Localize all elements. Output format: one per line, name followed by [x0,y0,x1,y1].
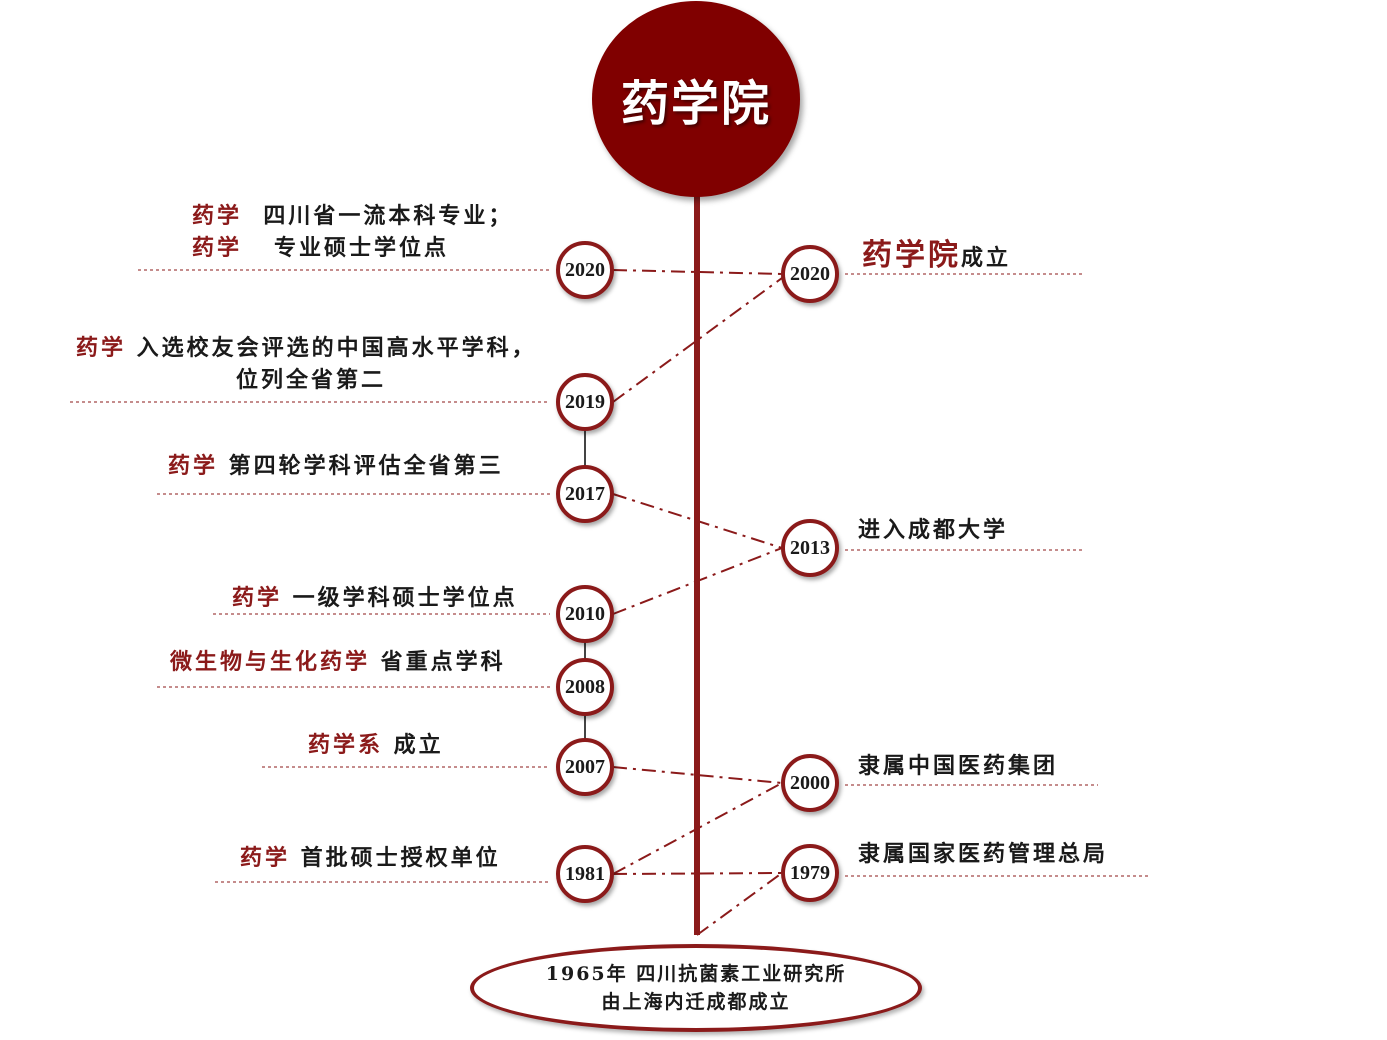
diagram-title: 药学院 [620,76,771,132]
cross-link [612,277,783,403]
event-subject: 微生物与生化药学 [170,649,371,675]
year-circle: 1981 [556,845,614,903]
year-label: 2020 [565,258,605,281]
origin-line-2: 由上海内迁成都成立 [601,991,791,1013]
event-text-line: 药学 专业硕士学位点 [192,230,449,262]
origin-ellipse: 1965年 四川抗菌素工业研究所 由上海内迁成都成立 [470,944,922,1032]
event-text-line: 药学系 成立 [308,727,444,759]
cross-link [612,493,783,549]
event-description: 隶属中国医药集团 [858,753,1059,779]
event-description: 一级学科硕士学位点 [282,585,518,611]
event-subject: 药学 [76,335,127,361]
event-text-line: 进入成都大学 [858,512,1008,544]
year-label: 2000 [790,771,830,794]
event-text-line: 药学 一级学科硕士学位点 [232,580,518,612]
event-description: 第四轮学科评估全省第三 [218,453,504,479]
year-label: 2010 [565,602,605,625]
year-circle: 2000 [781,754,839,812]
year-label: 2020 [790,262,830,285]
event-text-line: 隶属中国医药集团 [858,748,1058,780]
event-description: 成立 [961,245,1012,271]
event-text-line: 药学 入选校友会评选的中国高水平学科， [76,330,537,362]
year-label: 2007 [565,755,605,778]
year-label: 2017 [565,482,605,505]
event-text-line: 微生物与生化药学 省重点学科 [170,644,506,676]
cross-link [612,547,783,615]
event-description: 四川省一流本科专业； [242,203,514,229]
event-text-line: 药学 四川省一流本科专业； [192,198,513,230]
event-description: 隶属国家医药管理总局 [858,841,1109,867]
event-description: 省重点学科 [370,649,506,675]
event-description: 进入成都大学 [858,517,1009,543]
event-description: 位列全省第二 [236,367,387,393]
event-text-line: 隶属国家医药管理总局 [858,836,1108,868]
cross-link [696,872,783,936]
year-circle: 1979 [781,844,839,902]
year-circle: 2020 [781,245,839,303]
year-label: 2019 [565,390,605,413]
event-description: 成立 [383,732,444,758]
event-description: 入选校友会评选的中国高水平学科， [126,335,537,361]
year-label: 2008 [565,675,605,698]
title-circle: 药学院 [592,1,800,197]
year-circle: 2010 [556,585,614,643]
year-label: 2013 [790,536,830,559]
event-text-line: 药学 首批硕士授权单位 [240,840,501,872]
event-subject: 药学 [192,235,243,261]
event-text-line: 位列全省第二 [236,362,386,394]
event-subject: 药学 [168,453,219,479]
event-text-line: 药学院成立 [862,230,1011,274]
year-circle: 2017 [556,465,614,523]
year-circle: 2020 [556,241,614,299]
year-label: 1981 [565,862,605,885]
cross-link [612,782,783,875]
year-circle: 2019 [556,373,614,431]
event-subject: 药学系 [308,732,384,758]
year-circle: 2007 [556,738,614,796]
event-subject: 药学院 [862,238,961,273]
event-description: 首批硕士授权单位 [290,845,501,871]
event-text-line: 药学 第四轮学科评估全省第三 [168,448,504,480]
event-subject: 药学 [192,203,243,229]
origin-line-1: 1965年 四川抗菌素工业研究所 [545,963,847,985]
year-label: 1979 [790,861,830,884]
event-subject: 药学 [232,585,283,611]
event-description: 专业硕士学位点 [242,235,449,261]
year-circle: 2013 [781,519,839,577]
year-circle: 2008 [556,658,614,716]
event-subject: 药学 [240,845,291,871]
